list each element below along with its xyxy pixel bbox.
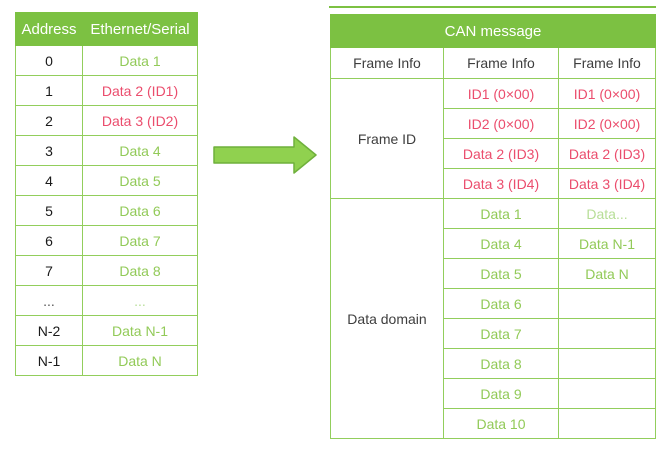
- data-domain-label: Data domain: [330, 198, 444, 439]
- address-cell: 0: [15, 45, 83, 76]
- address-cell: 3: [15, 135, 83, 166]
- ethernet-serial-column-header: Ethernet/Serial: [82, 12, 198, 46]
- data-cell: Data N: [82, 345, 198, 376]
- data-domain-cell: Data 10: [443, 408, 559, 439]
- frame-id-row: Frame ID ID1 (0×00) ID1 (0×00): [330, 78, 656, 199]
- frame-id-cell: ID2 (0×00): [558, 108, 656, 139]
- data-domain-row: Data 8: [331, 348, 656, 379]
- data-domain-row: Data 10: [331, 408, 656, 439]
- column-header-row: Frame Info Frame Info Frame Info: [330, 47, 656, 79]
- address-cell: N-2: [15, 315, 83, 346]
- data-domain-cell: Data...: [558, 198, 656, 229]
- address-cell: 5: [15, 195, 83, 226]
- data-cell: Data 7: [82, 225, 198, 256]
- data-cell: Data 3 (ID2): [82, 105, 198, 136]
- data-cell: Data 2 (ID1): [82, 75, 198, 106]
- data-domain-cell: Data 8: [443, 348, 559, 379]
- data-cell: Data N-1: [82, 315, 198, 346]
- can-message-table: CAN message Frame Info Frame Info Frame …: [330, 14, 656, 439]
- data-domain-row: Data 5 Data N: [331, 258, 656, 289]
- address-cell: 1: [15, 75, 83, 106]
- table-row-ellipsis: ......: [15, 285, 198, 316]
- empty-cell: [558, 378, 656, 409]
- data-domain-cell: Data N: [558, 258, 656, 289]
- address-cell: 4: [15, 165, 83, 196]
- empty-cell: [558, 408, 656, 439]
- data-cell: Data 4: [82, 135, 198, 166]
- data-domain-cell: Data 5: [443, 258, 559, 289]
- data-domain-cell: Data N-1: [558, 228, 656, 259]
- table-title-row: CAN message: [330, 14, 656, 48]
- frame-id-row: ID2 (0×00) ID2 (0×00): [331, 108, 656, 139]
- data-domain-cell: Data 1: [443, 198, 559, 229]
- data-domain-row: Data 6: [331, 288, 656, 319]
- data-cell: ...: [82, 285, 198, 316]
- frame-id-cell: ID1 (0×00): [443, 78, 559, 109]
- address-cell: ...: [15, 285, 83, 316]
- frame-info-header: Frame Info: [558, 47, 656, 79]
- data-domain-cell: Data 7: [443, 318, 559, 349]
- data-cell: Data 8: [82, 255, 198, 286]
- frame-id-row: Data 3 (ID4) Data 3 (ID4): [331, 168, 656, 199]
- frame-id-label: Frame ID: [330, 78, 444, 199]
- data-domain-cell: Data 4: [443, 228, 559, 259]
- conversion-arrow: [213, 136, 318, 174]
- address-cell: 7: [15, 255, 83, 286]
- data-cell: Data 1: [82, 45, 198, 76]
- data-domain-row: Data 4 Data N-1: [331, 228, 656, 259]
- frame-info-header: Frame Info: [443, 47, 559, 79]
- empty-cell: [558, 348, 656, 379]
- empty-cell: [558, 318, 656, 349]
- address-column-header: Address: [15, 12, 83, 46]
- frame-id-cell: Data 3 (ID4): [558, 168, 656, 199]
- frame-id-cell: Data 2 (ID3): [443, 138, 559, 169]
- data-domain-row: Data domain Data 1 Data...: [330, 198, 656, 439]
- top-divider-line: [329, 6, 656, 8]
- address-cell: 2: [15, 105, 83, 136]
- can-message-title: CAN message: [330, 14, 656, 48]
- right-arrow-icon: [213, 136, 317, 174]
- data-domain-row: Data 9: [331, 378, 656, 409]
- address-cell: N-1: [15, 345, 83, 376]
- frame-id-cell: ID1 (0×00): [558, 78, 656, 109]
- frame-id-cell: ID2 (0×00): [443, 108, 559, 139]
- table-header-row: Address Ethernet/Serial: [15, 12, 198, 46]
- frame-id-cell: Data 3 (ID4): [443, 168, 559, 199]
- address-cell: 6: [15, 225, 83, 256]
- frame-info-header: Frame Info: [330, 47, 444, 79]
- data-domain-cell: Data 9: [443, 378, 559, 409]
- frame-id-cell: Data 2 (ID3): [558, 138, 656, 169]
- data-cell: Data 5: [82, 165, 198, 196]
- empty-cell: [558, 288, 656, 319]
- data-domain-cell: Data 6: [443, 288, 559, 319]
- data-cell: Data 6: [82, 195, 198, 226]
